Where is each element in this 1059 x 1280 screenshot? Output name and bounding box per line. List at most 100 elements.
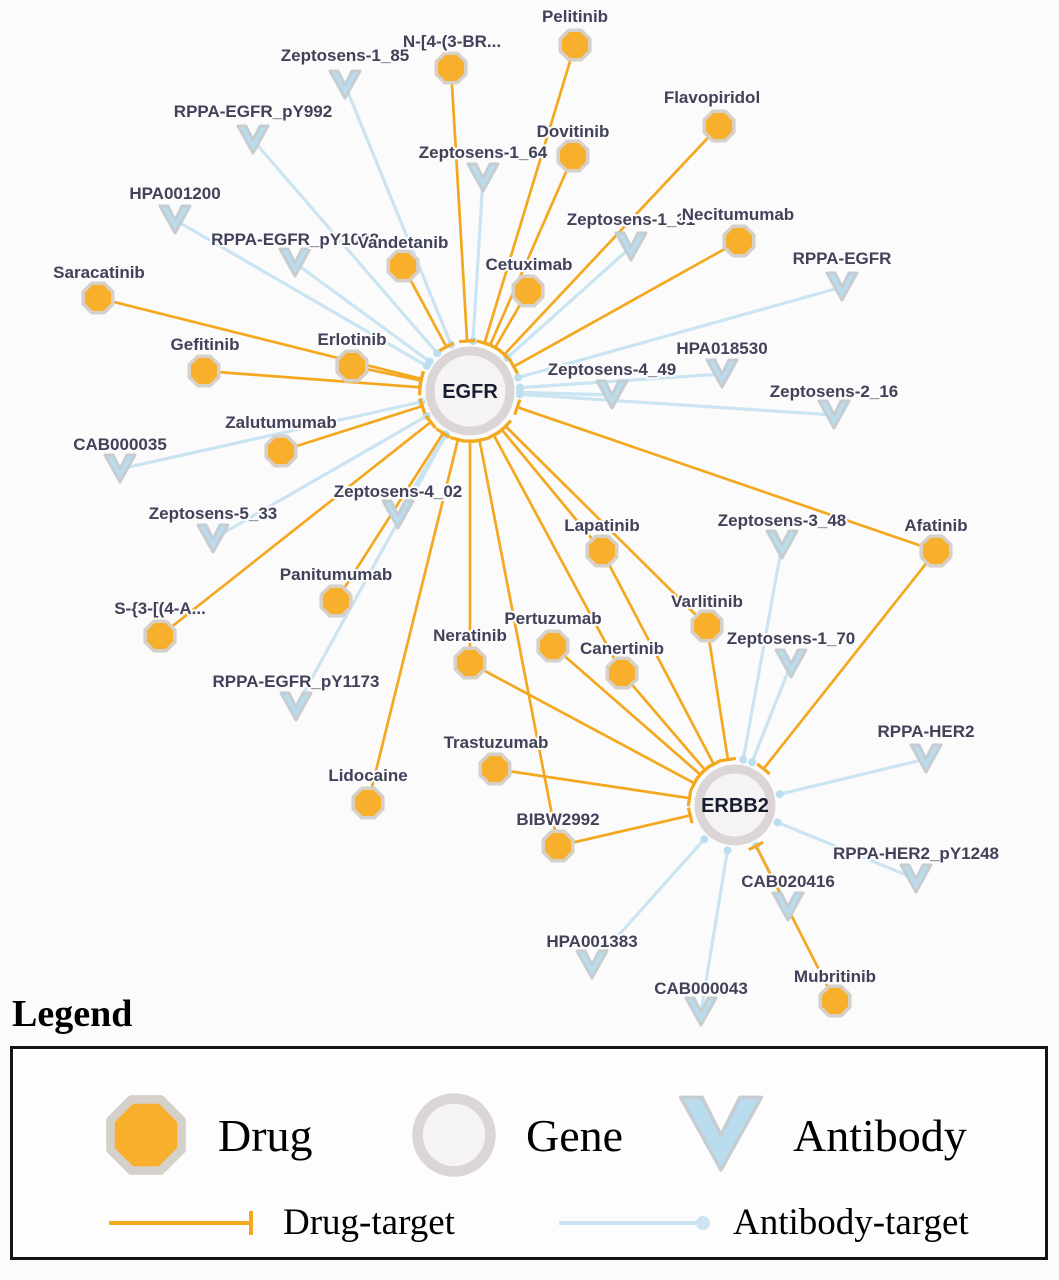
antibody-target-edge-zeptosens-2-16--egfr bbox=[515, 390, 835, 417]
drug-node-saracatinib[interactable] bbox=[81, 281, 115, 315]
drug-label-gefitinib: Gefitinib bbox=[171, 335, 240, 354]
antibody-target-edge-zeptosens-1-31--egfr bbox=[503, 245, 633, 362]
antibody-node-rppa-egfr-py1173[interactable] bbox=[279, 691, 313, 722]
antibody-label-zeptosens-2-16: Zeptosens-2_16 bbox=[770, 382, 899, 401]
antibody-target-edge-rppa-her2--erbb2 bbox=[775, 757, 927, 799]
gene-icon bbox=[412, 1093, 496, 1177]
antibody-node-zeptosens-1-85[interactable] bbox=[328, 69, 362, 100]
drug-node-lidocaine[interactable] bbox=[351, 786, 385, 820]
antibody-target-edge-rppa-egfr-py1173--egfr bbox=[294, 430, 450, 708]
drug-node-vandetanib[interactable] bbox=[386, 249, 420, 283]
drug-icon bbox=[106, 1095, 186, 1175]
antibody-target-edge-rppa-her2-py1248--erbb2 bbox=[773, 818, 917, 881]
drug-target-edge-varlitinib--egfr bbox=[498, 419, 708, 627]
antibody-node-rppa-egfr[interactable] bbox=[825, 271, 859, 302]
drug-target-edge-lapatinib--egfr bbox=[494, 423, 604, 552]
legend-antibody-label: Antibody bbox=[793, 1109, 967, 1161]
antibody-node-zeptosens-3-48[interactable] bbox=[765, 529, 799, 560]
drug-node-flavopiridol[interactable] bbox=[702, 109, 736, 143]
antibody-label-rppa-egfr: RPPA-EGFR bbox=[793, 249, 892, 268]
antibody-target-edge-rppa-egfr--egfr bbox=[514, 285, 843, 382]
drug-node-gefitinib[interactable] bbox=[187, 354, 221, 388]
gene-node-egfr[interactable] bbox=[425, 346, 515, 436]
antibody-node-hpa001383[interactable] bbox=[575, 949, 609, 980]
antibody-node-cab020416[interactable] bbox=[771, 891, 805, 922]
antibody-target-edge-zeptosens-4-49--egfr bbox=[516, 388, 613, 397]
drug-node-trastuzumab[interactable] bbox=[478, 752, 512, 786]
legend-antibody-target-label: Antibody-target bbox=[733, 1202, 969, 1243]
drug-node-lapatinib[interactable] bbox=[585, 534, 619, 568]
legend-item-antibody-target: Antibody-target bbox=[553, 1201, 969, 1244]
drug-node-necitumumab[interactable] bbox=[722, 224, 756, 258]
drug-node-pelitinib[interactable] bbox=[558, 28, 592, 62]
antibody-node-zeptosens-1-64[interactable] bbox=[466, 162, 500, 193]
drug-label-erlotinib: Erlotinib bbox=[318, 330, 387, 349]
drug-node-pertuzumab[interactable] bbox=[536, 629, 570, 663]
antibody-node-rppa-egfr-py1068[interactable] bbox=[278, 247, 312, 278]
drug-label-lapatinib: Lapatinib bbox=[564, 516, 640, 535]
antibody-node-zeptosens-1-70[interactable] bbox=[774, 648, 808, 679]
drug-target-edge-bibw2992--egfr bbox=[471, 437, 560, 847]
drug-node-erlotinib[interactable] bbox=[335, 349, 369, 383]
drug-label-bibw2992: BIBW2992 bbox=[516, 810, 599, 829]
drug-node-afatinib[interactable] bbox=[919, 534, 953, 568]
drug-label-pertuzumab: Pertuzumab bbox=[504, 609, 601, 628]
drug-node-canertinib[interactable] bbox=[605, 656, 639, 690]
legend-title: Legend bbox=[12, 993, 133, 1035]
drug-label-varlitinib: Varlitinib bbox=[671, 592, 743, 611]
drug-target-edge-dovitinib--egfr bbox=[482, 155, 575, 350]
drug-node-zalutumumab[interactable] bbox=[264, 434, 298, 468]
antibody-label-hpa001200: HPA001200 bbox=[129, 184, 220, 203]
antibody-target-edge-cab000043--erbb2 bbox=[699, 846, 732, 1013]
antibody-node-zeptosens-5-33[interactable] bbox=[196, 523, 230, 554]
antibody-target-edge-zeptosens-1-64--egfr bbox=[469, 177, 485, 346]
drug-label-saracatinib: Saracatinib bbox=[53, 263, 145, 282]
antibody-node-cab000043[interactable] bbox=[684, 996, 718, 1027]
antibody-node-zeptosens-4-49[interactable] bbox=[595, 379, 629, 410]
drug-target-edge-pertuzumab--erbb2 bbox=[552, 644, 707, 782]
gene-label-egfr: EGFR bbox=[442, 381, 498, 403]
drug-node-mubritinib[interactable] bbox=[818, 984, 852, 1018]
drug-target-edge-gefitinib--egfr bbox=[203, 369, 423, 396]
antibody-node-zeptosens-4-02[interactable] bbox=[381, 499, 415, 530]
antibody-label-zeptosens-1-64: Zeptosens-1_64 bbox=[419, 143, 548, 162]
drug-label-afatinib: Afatinib bbox=[904, 516, 967, 535]
antibody-node-cab000035[interactable] bbox=[103, 453, 137, 484]
drug-label-canertinib: Canertinib bbox=[580, 639, 664, 658]
antibody-node-zeptosens-1-31[interactable] bbox=[614, 231, 648, 262]
antibody-node-zeptosens-2-16[interactable] bbox=[817, 399, 851, 430]
gene-node-erbb2[interactable] bbox=[694, 764, 776, 846]
antibody-label-zeptosens-1-70: Zeptosens-1_70 bbox=[727, 629, 856, 648]
drug-label-s-3-4-a: S-{3-[(4-A... bbox=[114, 599, 206, 618]
antibody-node-rppa-egfr-py992[interactable] bbox=[236, 124, 270, 155]
drug-label-mubritinib: Mubritinib bbox=[794, 967, 876, 986]
antibody-target-edge-zeptosens-5-33--egfr bbox=[212, 412, 431, 541]
legend-gene-label: Gene bbox=[526, 1109, 624, 1161]
antibody-node-rppa-her2-py1248[interactable] bbox=[899, 863, 933, 894]
drug-target-edge-afatinib--egfr bbox=[513, 399, 937, 553]
antibody-label-rppa-egfr-py992: RPPA-EGFR_pY992 bbox=[174, 102, 332, 121]
drug-node-varlitinib[interactable] bbox=[690, 609, 724, 643]
drug-label-flavopiridol: Flavopiridol bbox=[664, 88, 760, 107]
antibody-node-rppa-her2[interactable] bbox=[909, 743, 943, 774]
antibody-target-edge-hpa001200--egfr bbox=[174, 218, 431, 370]
nodes-layer bbox=[81, 28, 953, 1027]
drug-node-dovitinib[interactable] bbox=[556, 139, 590, 173]
drug-node-cetuximab[interactable] bbox=[511, 274, 545, 308]
antibody-label-zeptosens-1-85: Zeptosens-1_85 bbox=[281, 46, 410, 65]
drug-node-bibw2992[interactable] bbox=[541, 829, 575, 863]
drug-label-dovitinib: Dovitinib bbox=[537, 122, 610, 141]
drug-node-n-4-3-br[interactable] bbox=[434, 51, 468, 85]
antibody-label-rppa-egfr-py1173: RPPA-EGFR_pY1173 bbox=[213, 672, 380, 691]
antibody-label-zeptosens-4-49: Zeptosens-4_49 bbox=[548, 360, 677, 379]
drug-target-edge-s-3-4-a--egfr bbox=[159, 414, 438, 638]
drug-node-neratinib[interactable] bbox=[453, 646, 487, 680]
antibody-node-hpa001200[interactable] bbox=[158, 204, 192, 235]
drug-node-s-3-4-a[interactable] bbox=[143, 619, 177, 653]
antibody-node-hpa018530[interactable] bbox=[705, 358, 739, 389]
drug-node-panitumumab[interactable] bbox=[319, 584, 353, 618]
drug-target-line-icon bbox=[109, 1210, 253, 1235]
antibody-target-edge-zeptosens-3-48--erbb2 bbox=[739, 544, 784, 764]
